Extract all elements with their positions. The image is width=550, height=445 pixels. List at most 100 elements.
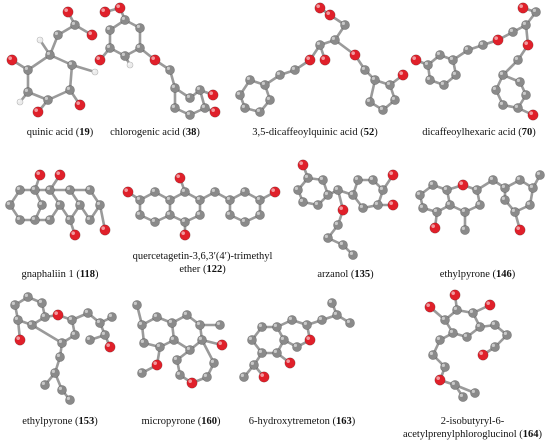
atom-highlight xyxy=(37,37,40,40)
carbon-atom xyxy=(120,15,130,25)
atom-highlight xyxy=(424,61,428,65)
carbon-atom xyxy=(185,345,195,355)
atom-highlight xyxy=(121,52,125,56)
atom-highlight xyxy=(299,198,303,202)
oxygen-atom xyxy=(174,172,186,184)
carbon-atom xyxy=(333,220,343,230)
carbon-atom xyxy=(135,210,145,220)
carbon-atom xyxy=(475,322,485,332)
carbon-atom xyxy=(272,322,282,332)
oxygen-atom xyxy=(269,186,281,198)
carbon-atom xyxy=(152,312,162,322)
atom-highlight xyxy=(334,186,338,190)
carbon-atom xyxy=(510,207,520,217)
oxygen-atom xyxy=(122,186,134,198)
atom-highlight xyxy=(116,4,120,8)
atom-highlight xyxy=(124,188,128,192)
carbon-atom xyxy=(209,358,219,368)
atom-highlight xyxy=(491,343,495,347)
carbon-atom xyxy=(257,348,267,358)
oxygen-atom xyxy=(397,69,409,81)
atom-highlight xyxy=(499,71,503,75)
carbon-atom xyxy=(525,200,535,210)
carbon-atom xyxy=(508,27,518,37)
carbon-atom xyxy=(57,338,67,348)
carbon-atom xyxy=(150,187,160,197)
atom-highlight xyxy=(198,336,202,340)
atom-highlight xyxy=(51,369,55,373)
atom-highlight xyxy=(76,201,80,205)
atom-highlight xyxy=(440,81,444,85)
caption-dicaffeoylhexaric-acid: dicaffeoylhexaric acid (70) xyxy=(422,127,536,138)
atom-highlight xyxy=(359,204,363,208)
atom-highlight xyxy=(44,96,48,100)
carbon-atom xyxy=(470,388,480,398)
carbon-atom xyxy=(95,318,105,328)
atom-highlight xyxy=(56,353,60,357)
atom-highlight xyxy=(476,201,480,205)
oxygen-atom xyxy=(99,224,111,236)
atom-highlight xyxy=(473,186,477,190)
molecule-model-arzanol xyxy=(293,159,399,260)
atom-highlight xyxy=(34,108,38,112)
carbon-atom xyxy=(448,328,458,338)
atom-highlight xyxy=(319,176,323,180)
atom-highlight xyxy=(156,343,160,347)
carbon-atom xyxy=(515,175,525,185)
carbon-atom xyxy=(239,372,249,382)
atom-highlight xyxy=(453,306,457,310)
carbon-atom xyxy=(43,95,53,105)
atom-highlight xyxy=(133,301,137,305)
atom-highlight xyxy=(273,349,277,353)
carbon-atom xyxy=(45,215,55,225)
carbon-atom xyxy=(167,318,177,328)
atom-highlight xyxy=(299,161,303,165)
carbon-atom xyxy=(260,80,270,90)
carbon-atom xyxy=(345,318,355,328)
carbon-atom xyxy=(200,103,210,113)
atom-highlight xyxy=(58,386,62,390)
carbon-atom xyxy=(378,105,388,115)
atom-highlight xyxy=(369,176,373,180)
molecule-model-ethylpyrone-146 xyxy=(415,170,545,236)
carbon-atom xyxy=(83,308,93,318)
atom-highlight xyxy=(471,389,475,393)
atom-highlight xyxy=(449,56,453,60)
atom-highlight xyxy=(516,78,520,82)
oxygen-atom xyxy=(484,299,496,311)
atom-highlight xyxy=(449,329,453,333)
carbon-atom xyxy=(15,185,25,195)
atom-highlight xyxy=(171,84,175,88)
carbon-atom xyxy=(165,210,175,220)
atom-highlight xyxy=(346,319,350,323)
carbon-atom xyxy=(172,355,182,365)
atom-highlight xyxy=(341,21,345,25)
carbon-atom xyxy=(348,190,358,200)
atom-highlight xyxy=(522,91,526,95)
carbon-atom xyxy=(120,51,130,61)
atom-highlight xyxy=(479,41,483,45)
atom-highlight xyxy=(66,186,70,190)
carbon-atom xyxy=(170,103,180,113)
atom-highlight xyxy=(209,91,213,95)
atom-highlight xyxy=(17,99,21,102)
atom-highlight xyxy=(266,96,270,100)
carbon-atom xyxy=(75,200,85,210)
carbon-atom xyxy=(478,40,488,50)
atom-highlight xyxy=(333,311,337,315)
atom-highlight xyxy=(451,381,455,385)
carbon-atom xyxy=(50,368,60,378)
atom-highlight xyxy=(92,69,95,72)
carbon-atom xyxy=(275,70,285,80)
atom-highlight xyxy=(101,8,105,12)
carbon-atom xyxy=(292,342,302,352)
oxygen-atom xyxy=(324,9,336,21)
atom-highlight xyxy=(236,91,240,95)
carbon-atom xyxy=(265,95,275,105)
atom-highlight xyxy=(361,66,365,70)
atom-highlight xyxy=(41,381,45,385)
oxygen-atom xyxy=(62,6,74,18)
carbon-atom xyxy=(475,200,485,210)
atom-highlight xyxy=(288,316,292,320)
atom-highlight xyxy=(461,208,465,212)
